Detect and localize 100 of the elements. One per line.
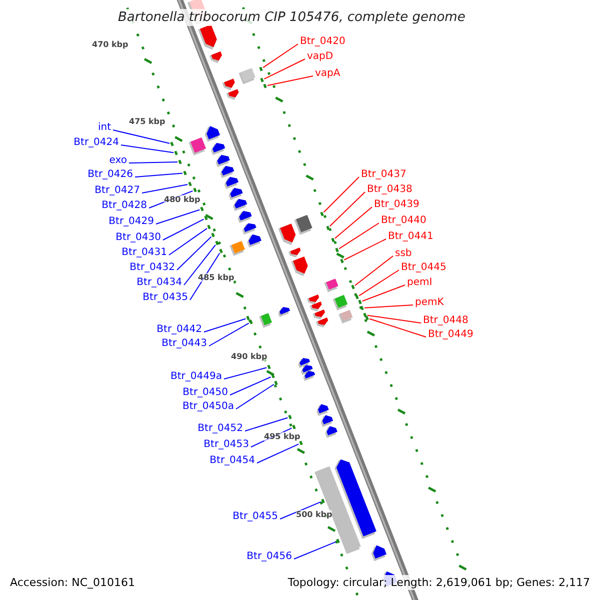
- gene-label: Btr_0437: [361, 167, 406, 183]
- gene-label: Btr_0455: [232, 509, 278, 525]
- gene-label: Btr_0438: [367, 182, 412, 198]
- position-tick: [183, 170, 187, 176]
- position-label: 490 kbp: [231, 352, 268, 361]
- leader-line: [358, 270, 400, 296]
- position-tick: [336, 538, 340, 544]
- gene-label: Btr_0432: [130, 260, 175, 276]
- position-tick: [299, 440, 303, 446]
- leader-line: [156, 209, 200, 224]
- leader-line: [338, 222, 380, 250]
- position-label: 495 kbp: [264, 432, 300, 441]
- position-tick: [288, 414, 292, 420]
- position-label: 470 kbp: [92, 40, 128, 49]
- position-label: 500 kbp: [296, 510, 332, 519]
- gene-label: Btr_0430: [116, 230, 161, 246]
- footer-note: Topology: circular; Length: 2,619,061 bp; Genes: 2,117: [288, 575, 590, 590]
- position-tick: [200, 206, 204, 212]
- gene-label: Btr_0450: [182, 385, 228, 401]
- position-tick: [215, 240, 219, 246]
- position-tick: [246, 316, 250, 320]
- gene-label: Btr_0429: [108, 214, 154, 230]
- position-tick: [188, 182, 192, 186]
- gene-label: ssb: [395, 246, 412, 262]
- leader-line: [250, 428, 292, 448]
- footer-note: Accession: NC_010161: [10, 575, 136, 590]
- gene-label: Btr_0443: [162, 336, 207, 352]
- gene-label: int: [98, 120, 111, 136]
- position-tick: [178, 160, 182, 164]
- gene-label: Btr_0448: [423, 313, 468, 329]
- position-tick: [207, 224, 211, 230]
- position-tick: [358, 300, 362, 304]
- leader-line: [364, 304, 414, 308]
- leader-line: [362, 284, 406, 302]
- leader-line: [190, 252, 220, 300]
- position-tick: [219, 248, 223, 254]
- position-tick: [335, 248, 339, 252]
- position-tick: [267, 364, 271, 370]
- leader-line: [366, 314, 422, 324]
- leader-line: [334, 206, 372, 239]
- position-tick: [204, 216, 208, 220]
- gene-label: Btr_0431: [122, 245, 167, 261]
- gene-label: Btr_0426: [88, 167, 133, 183]
- position-tick: [259, 66, 263, 72]
- leader-line: [162, 218, 204, 240]
- leader-line: [204, 318, 246, 332]
- gene-label: vapA: [315, 66, 340, 82]
- gene-label: Btr_0454: [210, 453, 255, 469]
- position-tick: [351, 284, 355, 290]
- position-tick: [260, 78, 264, 82]
- gene-label: Btr_0428: [102, 198, 147, 214]
- position-tick: [193, 188, 197, 192]
- leader-line: [224, 367, 268, 380]
- gene-label: Btr_0439: [374, 197, 420, 213]
- position-tick: [174, 150, 178, 156]
- gene-label: Btr_0434: [136, 275, 182, 291]
- position-tick: [355, 294, 359, 300]
- leader-line: [142, 184, 188, 194]
- position-tick: [249, 320, 253, 324]
- leader-line: [112, 130, 170, 144]
- position-tick: [263, 84, 267, 88]
- leader-line: [176, 236, 212, 270]
- leader-line: [134, 172, 183, 178]
- leader-line: [244, 417, 288, 432]
- gene-label: Btr_0449a: [170, 369, 222, 385]
- leader-line: [344, 238, 386, 260]
- leader-line: [323, 176, 360, 213]
- gene-label: Btr_0420: [300, 34, 346, 50]
- leader-line: [280, 501, 322, 520]
- leader-line: [208, 322, 250, 346]
- leader-line: [168, 228, 208, 256]
- leader-line: [236, 384, 274, 410]
- gene-label: Btr_0442: [156, 322, 202, 338]
- position-tick: [360, 306, 364, 310]
- gene-label: Btr_0453: [204, 437, 249, 453]
- position-tick: [211, 232, 215, 238]
- title: Bartonella tribocorum CIP 105476, complete genome: [118, 9, 466, 26]
- gene-label: pemK: [415, 295, 444, 311]
- leader-line: [128, 162, 178, 164]
- position-label: 485 kbp: [198, 273, 234, 282]
- gene-label: Btr_0449: [428, 327, 474, 343]
- gene-label: Btr_0452: [198, 421, 243, 437]
- position-tick: [271, 374, 275, 378]
- position-tick: [292, 424, 296, 430]
- position-tick: [274, 380, 278, 386]
- leader-line: [230, 376, 272, 396]
- gene-label: exo: [109, 153, 127, 169]
- leader-line: [354, 256, 394, 286]
- gene-label: Btr_0456: [246, 549, 292, 565]
- gene-label: Btr_0441: [388, 229, 434, 245]
- position-tick: [365, 316, 369, 320]
- leader-line: [266, 76, 314, 86]
- position-tick: [340, 258, 344, 264]
- position-tick: [326, 226, 330, 230]
- position-label: 475 kbp: [129, 117, 166, 126]
- gene-label: Btr_0427: [94, 183, 140, 199]
- leader-line: [294, 541, 336, 560]
- gene-label: Btr_0424: [74, 135, 119, 151]
- position-tick: [321, 498, 325, 504]
- position-tick: [363, 312, 367, 318]
